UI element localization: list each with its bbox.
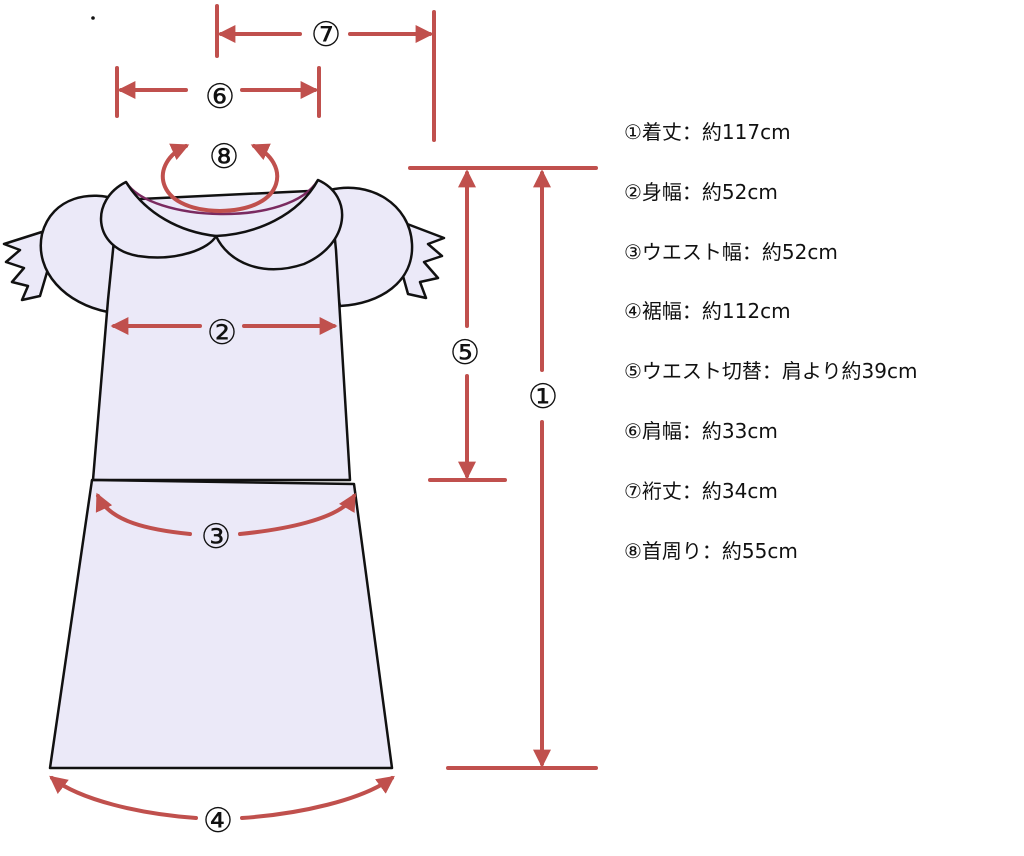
measurement-legend: ①着丈：約117cm ②身幅：約52cm ③ウエスト幅：約52cm ④裾幅：約1…: [624, 112, 917, 590]
marker-5: ⑤: [450, 333, 480, 373]
legend-item-shoulder-width: ⑥肩幅：約33cm: [624, 418, 778, 443]
stray-dot: [91, 16, 95, 20]
marker-8: ⑧: [209, 137, 239, 177]
right-puff-sleeve: [328, 186, 414, 308]
neck-arrow-right: [218, 143, 280, 213]
marker-1: ①: [528, 377, 558, 417]
hem-arrow-left: [49, 775, 198, 820]
dress-illustration: [2, 178, 446, 770]
legend-item-neck-circumference: ⑧首周り：約55cm: [624, 538, 798, 563]
neck-arrow-left: [160, 143, 222, 213]
marker-6: ⑥: [205, 77, 235, 117]
legend-item-body-width: ②身幅：約52cm: [624, 179, 778, 204]
legend-item-waist-position: ⑤ウエスト切替：肩より約39cm: [624, 359, 918, 384]
neckline: [124, 179, 320, 216]
legend-item-hem-width: ④裾幅：約112cm: [624, 299, 791, 324]
skirt: [48, 478, 394, 770]
right-collar: [214, 178, 344, 271]
marker-3: ③: [201, 517, 231, 557]
hem-arrow-right: [240, 775, 395, 820]
legend-item-length: ①着丈：約117cm: [624, 120, 791, 144]
left-sleeve-ruffle: [2, 228, 52, 302]
marker-4: ④: [203, 801, 233, 841]
left-puff-sleeve: [39, 194, 120, 314]
marker-2: ②: [207, 313, 237, 353]
waist-arrow-left: [95, 492, 192, 536]
left-collar: [99, 180, 218, 259]
legend-item-sleeve-length: ⑦裄丈：約34cm: [624, 478, 778, 503]
legend-item-waist-width: ③ウエスト幅：約52cm: [624, 239, 838, 264]
waist-arrow-right: [238, 492, 356, 536]
marker-7: ⑦: [311, 15, 341, 55]
